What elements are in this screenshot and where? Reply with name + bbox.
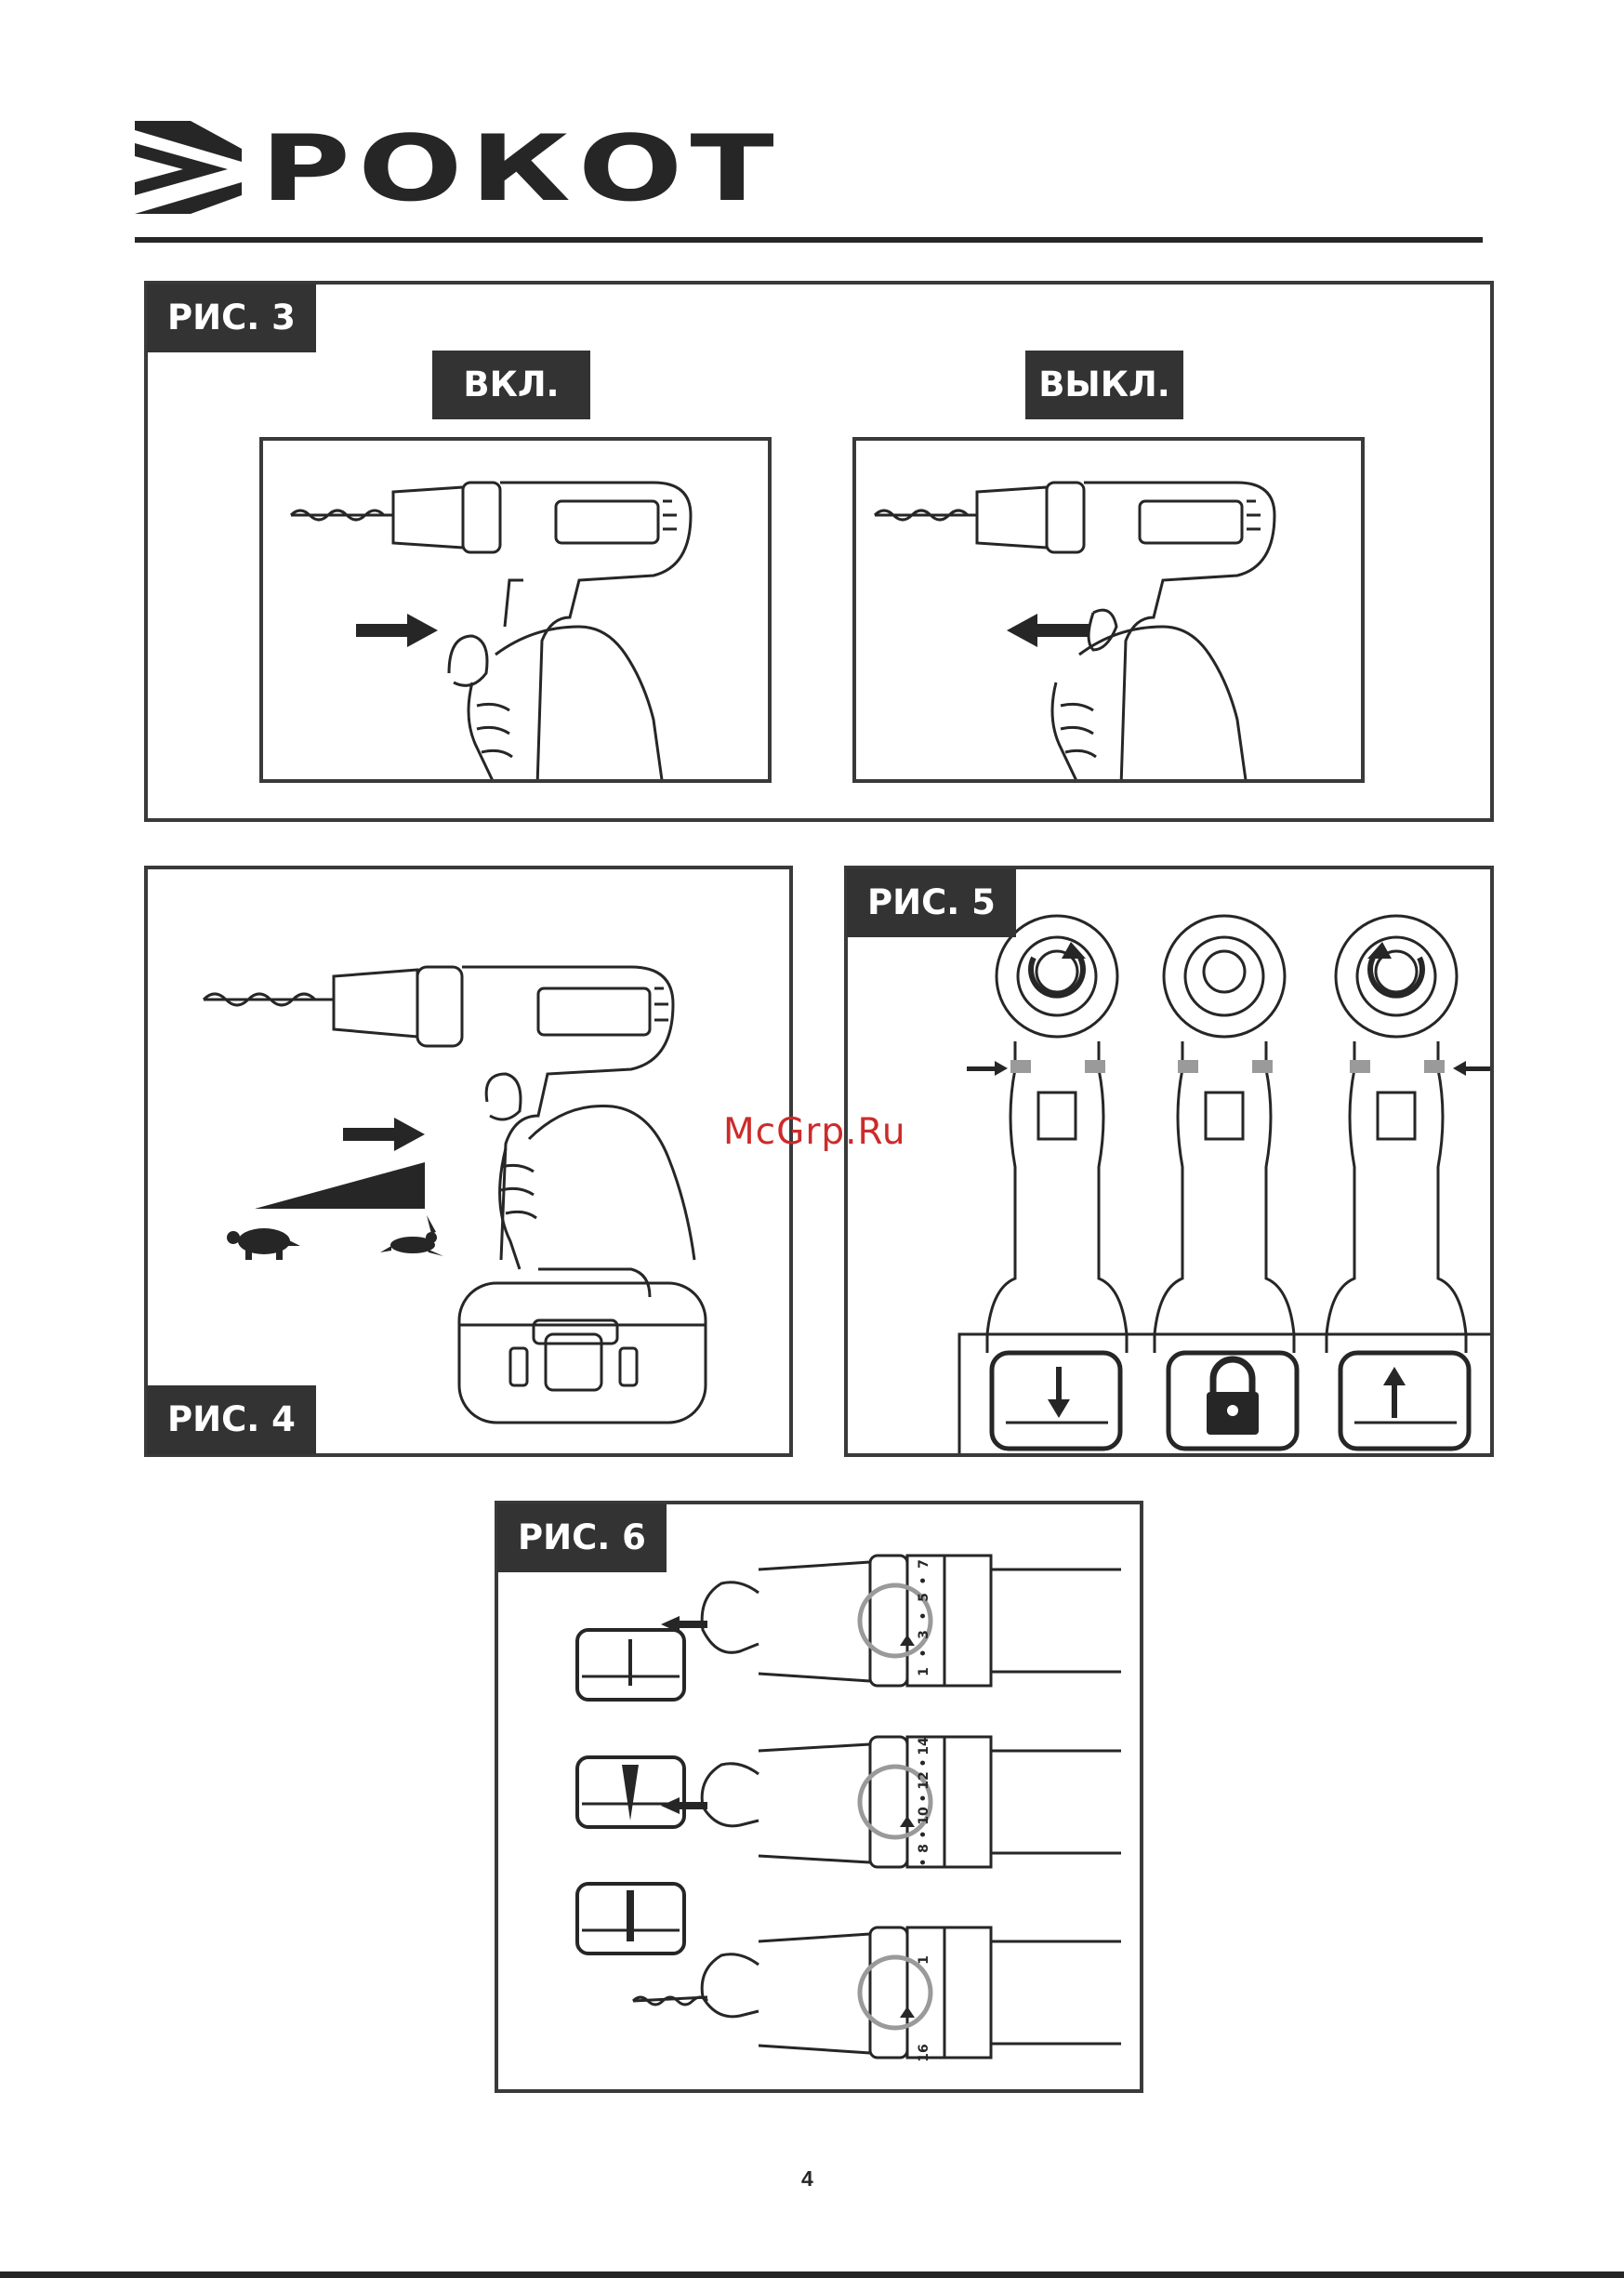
collar-top-4: • <box>917 1612 931 1621</box>
screw-mode-icon <box>577 1757 684 1827</box>
collar-mid-4: 10 <box>917 1807 931 1825</box>
lock-icon <box>1168 1353 1297 1449</box>
fig3-off-panel <box>852 437 1365 783</box>
fig5-frame <box>844 866 1494 1457</box>
off-arrow-icon <box>1007 614 1089 647</box>
switch-arrow-right-icon <box>1453 1061 1494 1076</box>
fig3-label: РИС. 3 <box>147 284 316 352</box>
fig6-label: РИС. 6 <box>497 1503 667 1572</box>
page-number: 4 <box>801 2166 813 2192</box>
collar-mid-5: • <box>917 1795 931 1803</box>
collar-top-1: 1 <box>917 1667 931 1676</box>
fig4-label: РИС. 4 <box>147 1385 316 1454</box>
fig6-frame: 1 • 3 • 5 • 7 • 8 • 10 • 12 • 14 16 1 <box>495 1501 1143 2093</box>
collar-top-3: 3 <box>917 1630 931 1639</box>
rabbit-icon <box>380 1215 443 1256</box>
on-arrow-icon <box>356 614 438 647</box>
switch-arrow-left-icon <box>967 1061 1008 1076</box>
fig3-off-tag: ВЫКЛ. <box>1025 351 1183 419</box>
fig3-on-panel <box>259 437 772 783</box>
drill-trigger-on-illustration <box>263 441 772 783</box>
speed-arrow-icon <box>343 1118 425 1151</box>
collar-bottom-1: 16 <box>917 2044 931 2061</box>
screw-in-icon <box>992 1353 1120 1449</box>
collar-mid-8: 14 <box>917 1737 931 1755</box>
screw-out-icon <box>1340 1353 1469 1449</box>
collar-top-7: 7 <box>917 1559 931 1569</box>
drill-speed-illustration <box>148 869 793 1457</box>
nail-mode-icon <box>577 1630 684 1700</box>
collar-top-5: 5 <box>917 1593 931 1602</box>
torque-settings-illustration: 1 • 3 • 5 • 7 • 8 • 10 • 12 • 14 16 1 <box>498 1504 1143 2093</box>
direction-switch-illustration <box>848 869 1494 1457</box>
fig5-label: РИС. 5 <box>847 868 1016 937</box>
collar-mid-6: 12 <box>917 1771 931 1789</box>
speed-ramp-icon <box>255 1162 425 1209</box>
footer-divider <box>0 2271 1624 2278</box>
fig4-frame <box>144 866 793 1457</box>
collar-mid-3: • <box>917 1831 931 1839</box>
watermark-text: McGrp.Ru <box>723 1111 906 1153</box>
collar-mid-7: • <box>917 1759 931 1768</box>
drill-trigger-off-illustration <box>856 441 1365 783</box>
drill-bit-icon <box>633 1997 707 2005</box>
collar-mid-1: • <box>917 1859 931 1867</box>
brand-logo: РОКОТ <box>135 121 618 223</box>
brand-name: РОКОТ <box>260 123 782 216</box>
turtle-icon <box>227 1228 300 1260</box>
collar-bottom-2: 1 <box>917 1955 931 1965</box>
header-divider <box>135 237 1483 243</box>
collar-top-6: • <box>917 1577 931 1585</box>
fig3-on-tag: ВКЛ. <box>432 351 590 419</box>
collar-top-2: • <box>917 1649 931 1658</box>
collar-mid-2: 8 <box>917 1844 931 1853</box>
drill-mode-icon <box>577 1884 684 1954</box>
